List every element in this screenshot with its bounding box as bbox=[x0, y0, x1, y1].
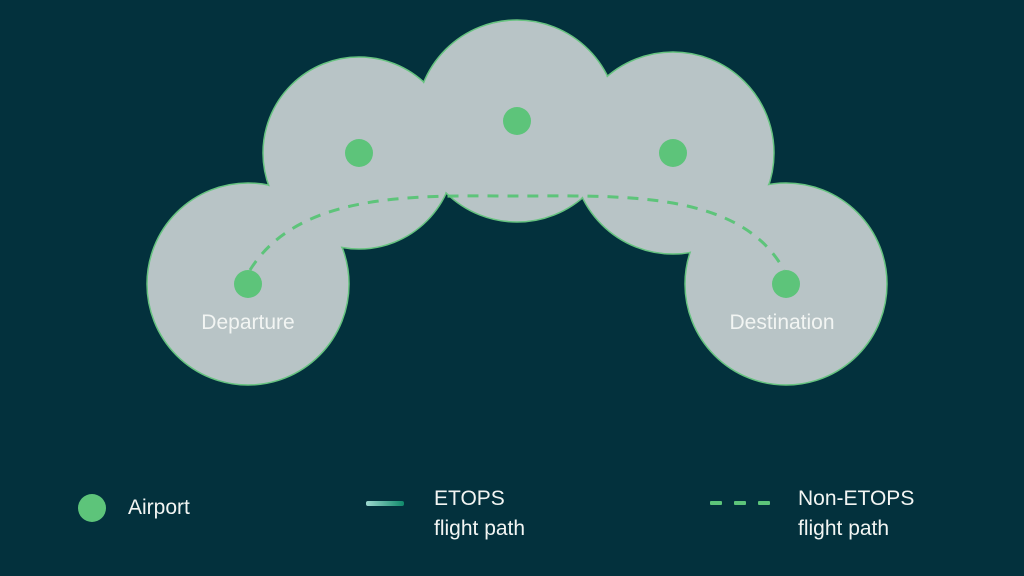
airport-dot-departure-1 bbox=[234, 270, 262, 298]
airport-dot-destination-5 bbox=[772, 270, 800, 298]
airport-dot-diversion-2 bbox=[345, 139, 373, 167]
etops-line-legend-icon bbox=[366, 501, 404, 506]
airport-dot-diversion-3 bbox=[503, 107, 531, 135]
airport-legend-icon bbox=[78, 494, 106, 522]
legend-non-etops-line2: flight path bbox=[798, 517, 890, 540]
legend-etops-line2: flight path bbox=[434, 517, 526, 540]
legend-airport-label: Airport bbox=[128, 496, 190, 519]
airport-dot-diversion-4 bbox=[659, 139, 687, 167]
flight-paths bbox=[248, 194, 786, 288]
non-etops-flight-path bbox=[248, 194, 786, 271]
departure-label: Departure bbox=[201, 311, 295, 334]
airport-markers bbox=[234, 107, 800, 298]
legend-non-etops-line1: Non-ETOPS bbox=[798, 487, 915, 510]
dashed-line-legend-icon bbox=[710, 501, 770, 506]
destination-label: Destination bbox=[729, 311, 835, 334]
legend-etops-line1: ETOPS bbox=[434, 487, 505, 510]
